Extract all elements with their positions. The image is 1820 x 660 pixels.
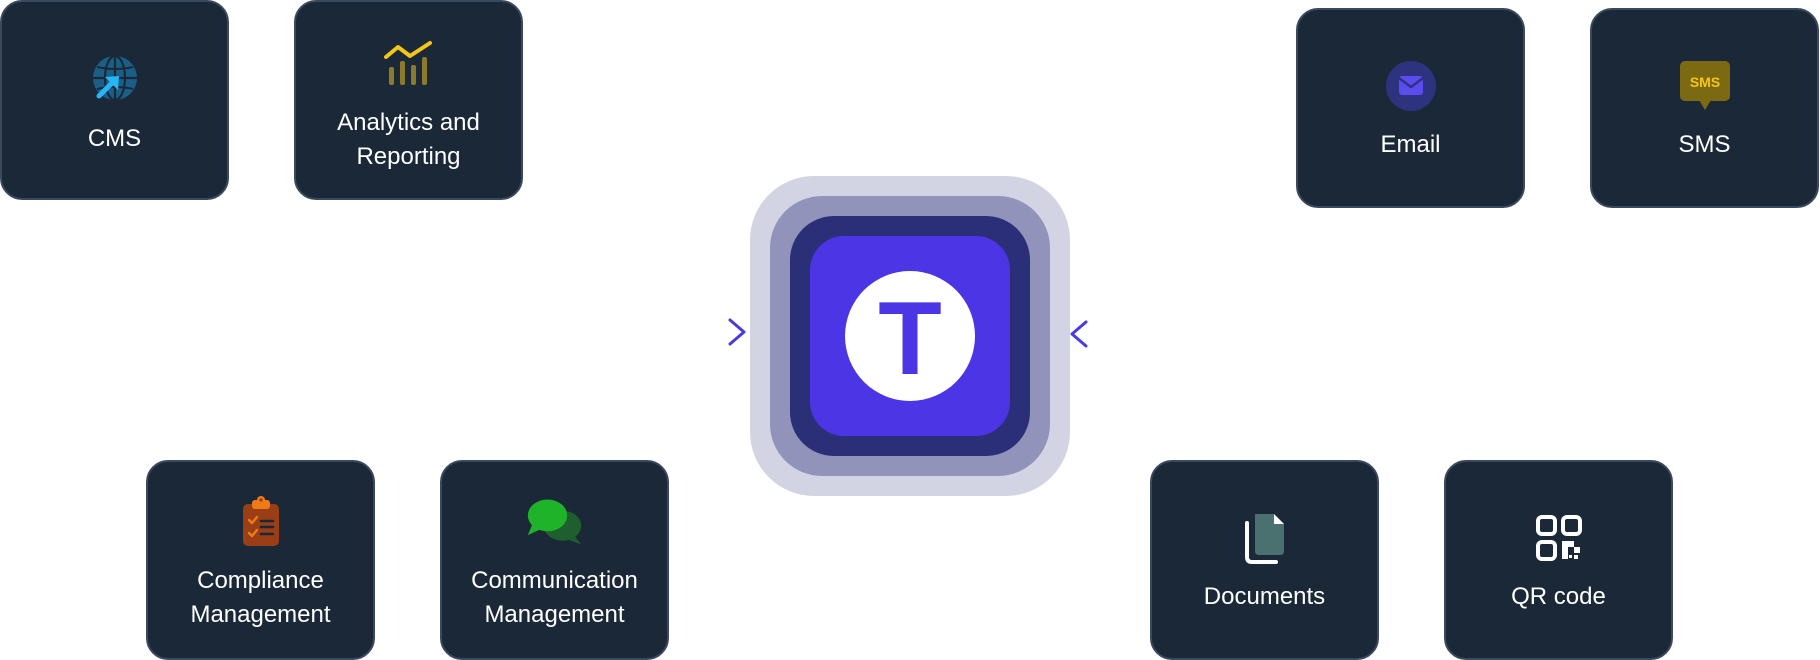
node-label: Analytics and Reporting: [337, 109, 480, 170]
envelope-icon: [1381, 56, 1441, 116]
left-arrowhead: [728, 318, 746, 346]
hub-logo: T: [750, 176, 1070, 496]
node-email[interactable]: Email: [1296, 8, 1525, 208]
node-cms[interactable]: CMS: [0, 0, 229, 200]
hub-letter: T: [878, 281, 942, 397]
node-label: CMS: [87, 125, 142, 152]
documents-icon: [1235, 508, 1295, 568]
node-label: Documents: [1203, 583, 1326, 610]
node-label: QR code: [1511, 583, 1606, 610]
hub-disc: T: [845, 271, 975, 401]
node-label: SMS: [1678, 131, 1731, 158]
node-sms[interactable]: SMS SMS: [1590, 8, 1819, 208]
right-arrowhead: [1070, 320, 1088, 348]
node-label: Compliance Management: [190, 567, 331, 628]
node-communication[interactable]: Communication Management: [440, 460, 669, 660]
clipboard-checklist-icon: [231, 492, 291, 552]
chat-bubbles-icon: [525, 492, 585, 552]
node-analytics[interactable]: Analytics and Reporting: [294, 0, 523, 200]
sms-badge-text: SMS: [1689, 74, 1719, 90]
chart-trend-icon: [379, 34, 439, 94]
node-label: Email: [1380, 131, 1441, 158]
globe-cursor-icon: [85, 50, 145, 110]
node-documents[interactable]: Documents: [1150, 460, 1379, 660]
node-compliance[interactable]: Compliance Management: [146, 460, 375, 660]
qr-code-icon: [1529, 508, 1589, 568]
sms-bubble-icon: SMS: [1675, 56, 1735, 116]
node-label: Communication Management: [471, 567, 638, 628]
node-qr[interactable]: QR code: [1444, 460, 1673, 660]
